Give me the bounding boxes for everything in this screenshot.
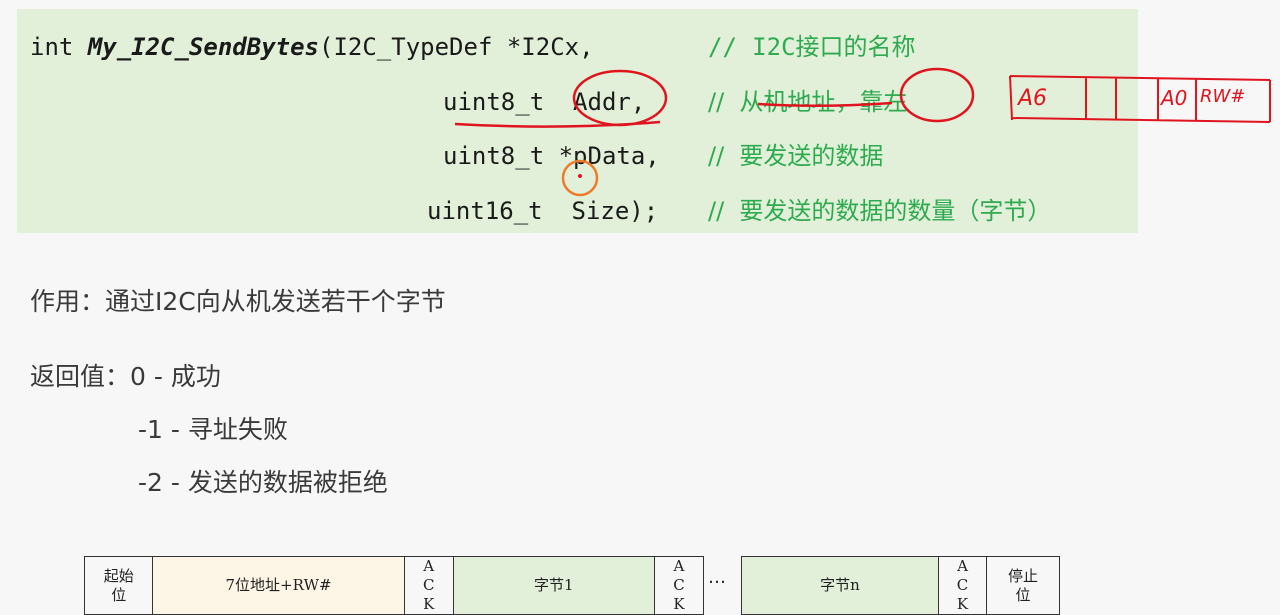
ack-cell-2: ACK [653, 556, 705, 615]
purpose-text: 作用：通过I2C向从机发送若干个字节 [30, 287, 446, 316]
code-line-1: int My_I2C_SendBytes(I2C_TypeDef *I2Cx, [30, 34, 594, 60]
sketch-label-rw: RW# [1200, 86, 1246, 107]
sketch-label-a6: A6 [1018, 86, 1048, 111]
byte1-cell: 字节1 [452, 556, 655, 615]
comment-line-2: // 从机地址，靠左 [708, 88, 908, 116]
keyword-int: int [30, 33, 74, 61]
frame-diagram-left: 起始位 7位地址+RW# ACK 字节1 ACK [83, 556, 705, 615]
byten-cell: 字节n [741, 556, 939, 615]
return-neg2: -2 - 发送的数据被拒绝 [138, 468, 388, 497]
start-bit-label: 起始位 [103, 566, 134, 604]
code-line-2: uint8_t Addr, [443, 88, 646, 116]
comment-mark: // [708, 33, 737, 61]
ack-label-3: ACK [956, 557, 969, 613]
start-bit-cell: 起始位 [83, 556, 154, 615]
address-cell: 7位地址+RW# [152, 556, 405, 615]
ack-cell-1: ACK [403, 556, 454, 615]
ack-label-1: ACK [422, 557, 435, 613]
stop-bit-label: 停止位 [1007, 566, 1038, 604]
comment-cn: 接口的名称 [795, 33, 916, 61]
comment-line-1: // I2C接口的名称 [708, 34, 916, 60]
ack-cell-3: ACK [938, 556, 987, 615]
frame-ellipsis: … [708, 567, 726, 588]
comment-line-4: // 要发送的数据的数量（字节） [708, 197, 1052, 225]
frame-diagram-right: 字节n ACK 停止位 [741, 556, 1060, 615]
function-name: My_I2C_SendBytes [87, 33, 319, 61]
code-line-3: uint8_t *pData, [443, 142, 660, 170]
param-i2cx: (I2C_TypeDef *I2Cx, [319, 33, 594, 61]
return-neg1: -1 - 寻址失败 [138, 415, 288, 444]
stop-bit-cell: 停止位 [986, 556, 1060, 615]
return-label: 返回值：0 - 成功 [30, 362, 221, 391]
code-line-4: uint16_t Size); [427, 197, 659, 225]
comment-latin: I2C [752, 33, 796, 61]
sketch-label-a0: A0 [1161, 86, 1188, 110]
comment-line-3: // 要发送的数据 [708, 142, 884, 170]
ack-label-2: ACK [673, 557, 685, 613]
